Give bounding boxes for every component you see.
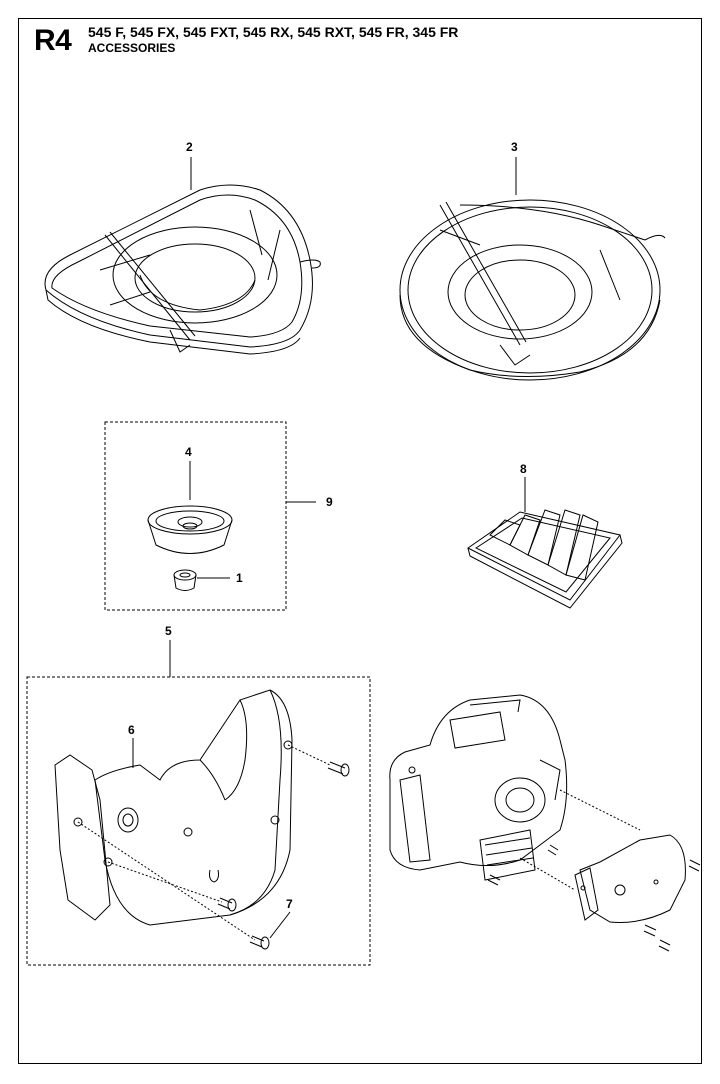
page-frame bbox=[18, 18, 702, 1064]
callout-3: 3 bbox=[511, 140, 518, 154]
kit-9-box bbox=[104, 421, 287, 611]
section-code: R4 bbox=[34, 24, 72, 57]
part-4-cup bbox=[147, 461, 233, 554]
callout-1: 1 bbox=[236, 571, 243, 585]
part-6-cover bbox=[54, 689, 293, 926]
engine-assembly bbox=[389, 694, 701, 952]
callout-4: 4 bbox=[185, 445, 192, 459]
part-8-filter bbox=[467, 477, 623, 609]
part-2-guard bbox=[44, 157, 321, 355]
callout-8: 8 bbox=[520, 462, 527, 476]
callout-7: 7 bbox=[286, 897, 293, 911]
callout-5: 5 bbox=[165, 624, 172, 638]
kit-5-box bbox=[26, 676, 371, 966]
callout-9: 9 bbox=[326, 495, 333, 509]
section-title: ACCESSORIES bbox=[88, 41, 176, 55]
callout-6: 6 bbox=[128, 723, 135, 737]
model-list: 545 F, 545 FX, 545 FXT, 545 RX, 545 RXT,… bbox=[88, 24, 459, 40]
part-3-guard bbox=[399, 157, 666, 381]
part-1-nut bbox=[173, 569, 230, 591]
part-7-screws bbox=[77, 744, 350, 950]
callout-2: 2 bbox=[186, 140, 193, 154]
